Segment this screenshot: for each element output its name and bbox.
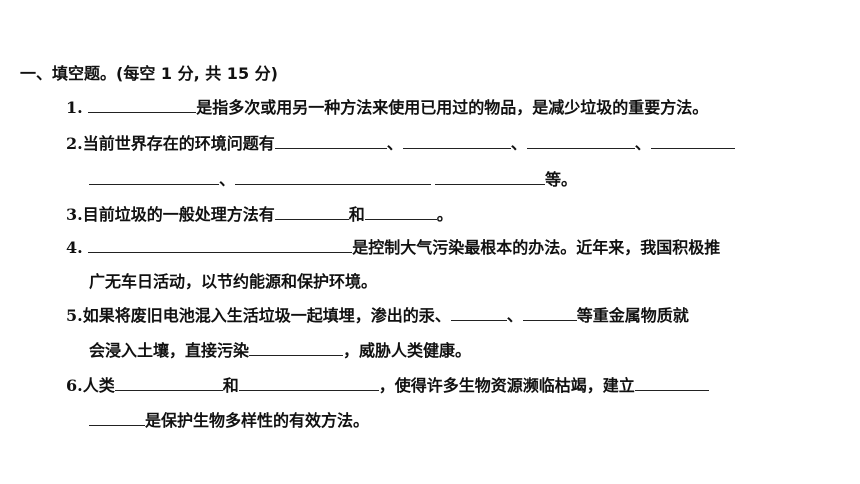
separator: 、 bbox=[219, 170, 236, 189]
answer-blank[interactable] bbox=[435, 170, 546, 185]
answer-blank[interactable] bbox=[235, 170, 432, 185]
question-number: 1. bbox=[66, 98, 83, 117]
question-number: 5. bbox=[66, 306, 83, 325]
question-5-continued: 会浸入土壤，直接污染 ，威胁人类健康。 bbox=[89, 341, 471, 361]
answer-blank[interactable] bbox=[274, 205, 349, 220]
question-text: ，威胁人类健康。 bbox=[343, 341, 472, 360]
question-text: 等。 bbox=[545, 170, 578, 189]
question-text: 是控制大气污染最根本的办法。近年来，我国积极推 bbox=[352, 238, 721, 257]
question-text: 和 bbox=[222, 376, 239, 395]
question-3: 3.目前垃圾的一般处理方法有 和 。 bbox=[66, 205, 453, 225]
question-text: 等重金属物质就 bbox=[576, 306, 689, 325]
question-text: 人类 bbox=[82, 376, 115, 395]
question-2: 2.当前世界存在的环境问题有 、 、 、 bbox=[66, 134, 735, 154]
question-text: 是保护生物多样性的有效方法。 bbox=[145, 411, 370, 430]
question-6-continued: 是保护生物多样性的有效方法。 bbox=[89, 411, 369, 431]
answer-blank[interactable] bbox=[114, 376, 223, 391]
separator: 、 bbox=[386, 134, 403, 153]
question-5: 5.如果将废旧电池混入生活垃圾一起填埋，渗出的汞、 、 等重金属物质就 bbox=[66, 306, 689, 326]
answer-blank[interactable] bbox=[522, 306, 577, 321]
answer-blank[interactable] bbox=[238, 376, 379, 391]
question-number: 3. bbox=[66, 205, 83, 224]
question-text: 目前垃圾的一般处理方法有 bbox=[82, 205, 275, 224]
question-text: 会浸入土壤，直接污染 bbox=[89, 341, 250, 360]
question-text: 是指多次或用另一种方法来使用已用过的物品，是减少垃圾的重要方法。 bbox=[196, 98, 709, 117]
question-number: 6. bbox=[66, 376, 83, 395]
question-number: 2. bbox=[66, 134, 83, 153]
separator: 、 bbox=[510, 134, 527, 153]
answer-blank[interactable] bbox=[650, 134, 735, 149]
answer-blank[interactable] bbox=[526, 134, 635, 149]
answer-blank[interactable] bbox=[88, 238, 353, 253]
question-2-continued: 、 等。 bbox=[89, 170, 577, 190]
answer-blank[interactable] bbox=[249, 341, 344, 356]
question-4-continued: 广无车日活动，以节约能源和保护环境。 bbox=[89, 272, 378, 291]
question-text: 和 bbox=[348, 205, 365, 224]
answer-blank[interactable] bbox=[89, 170, 219, 185]
question-number: 4. bbox=[66, 238, 83, 257]
question-text: ，使得许多生物资源濒临枯竭，建立 bbox=[378, 376, 635, 395]
question-text: 。 bbox=[436, 205, 453, 224]
answer-blank[interactable] bbox=[402, 134, 511, 149]
question-4: 4. 是控制大气污染最根本的办法。近年来，我国积极推 bbox=[66, 238, 720, 258]
separator: 、 bbox=[506, 306, 523, 325]
section-title: 一、填空题。(每空 1 分, 共 15 分) bbox=[20, 64, 278, 83]
answer-blank[interactable] bbox=[274, 134, 387, 149]
question-text: 当前世界存在的环境问题有 bbox=[82, 134, 275, 153]
question-1: 1. 是指多次或用另一种方法来使用已用过的物品，是减少垃圾的重要方法。 bbox=[66, 98, 708, 118]
answer-blank[interactable] bbox=[450, 306, 507, 321]
question-6: 6.人类 和 ，使得许多生物资源濒临枯竭，建立 bbox=[66, 376, 709, 396]
answer-blank[interactable] bbox=[634, 376, 709, 391]
answer-blank[interactable] bbox=[364, 205, 437, 220]
question-text: 如果将废旧电池混入生活垃圾一起填埋，渗出的汞、 bbox=[82, 306, 451, 325]
separator: 、 bbox=[634, 134, 651, 153]
answer-blank[interactable] bbox=[88, 98, 197, 113]
answer-blank[interactable] bbox=[89, 411, 145, 426]
